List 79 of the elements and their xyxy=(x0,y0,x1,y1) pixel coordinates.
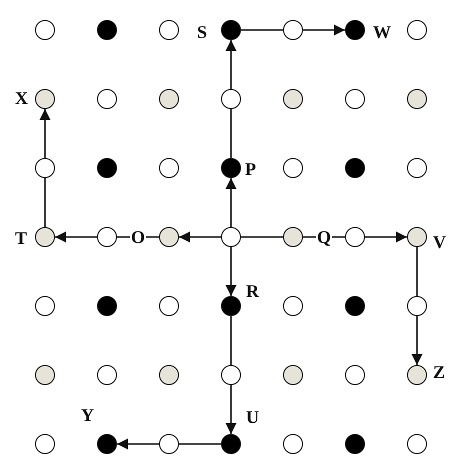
node-circle xyxy=(159,365,179,385)
node-letter: V xyxy=(433,233,446,251)
node-circle xyxy=(407,89,427,109)
node-circle xyxy=(407,20,427,40)
arrow xyxy=(365,232,407,242)
node-circle xyxy=(283,434,303,454)
node-letter: R xyxy=(246,282,259,300)
node-circle xyxy=(407,296,427,316)
arrow xyxy=(226,385,236,434)
node-circle xyxy=(221,227,241,247)
node-circle xyxy=(221,89,241,109)
node-letter: P xyxy=(245,160,256,178)
node-circle xyxy=(221,158,241,178)
node-circle xyxy=(35,296,55,316)
node-circle xyxy=(283,296,303,316)
node-letter: U xyxy=(246,408,259,426)
node-circle xyxy=(283,227,303,247)
arrow xyxy=(303,24,345,36)
node-circle xyxy=(35,434,55,454)
node-circle xyxy=(345,434,365,454)
node-circle xyxy=(35,89,55,109)
connector-line xyxy=(241,236,283,238)
node-circle xyxy=(221,365,241,385)
node-circle xyxy=(97,227,117,247)
node-circle xyxy=(407,158,427,178)
arrow xyxy=(412,316,422,365)
node-letter: X xyxy=(15,89,28,107)
connector-line xyxy=(230,316,232,365)
node-letter: T xyxy=(15,229,28,247)
arrow xyxy=(40,109,50,158)
node-circle xyxy=(159,89,179,109)
arrow xyxy=(226,247,236,296)
node-letter: Z xyxy=(433,363,446,381)
connector-line xyxy=(241,29,283,31)
node-circle xyxy=(159,20,179,40)
connector-line xyxy=(416,247,418,296)
node-circle xyxy=(345,365,365,385)
node-circle xyxy=(221,296,241,316)
node-circle xyxy=(407,365,427,385)
node-circle xyxy=(159,434,179,454)
arrow xyxy=(117,438,159,450)
node-circle xyxy=(159,227,179,247)
node-circle xyxy=(283,89,303,109)
node-circle xyxy=(283,20,303,40)
node-circle xyxy=(283,365,303,385)
arrow xyxy=(179,232,221,242)
node-circle xyxy=(345,227,365,247)
connector-line xyxy=(230,109,232,158)
node-letter: W xyxy=(373,23,391,41)
node-circle xyxy=(407,434,427,454)
node-circle xyxy=(221,20,241,40)
node-circle xyxy=(283,158,303,178)
node-circle xyxy=(97,434,117,454)
node-circle xyxy=(35,20,55,40)
edge-label: O xyxy=(130,228,146,246)
node-circle xyxy=(159,158,179,178)
node-circle xyxy=(97,365,117,385)
node-letter: S xyxy=(197,23,208,41)
edge-label: Q xyxy=(316,228,332,246)
node-circle xyxy=(35,227,55,247)
node-circle xyxy=(35,158,55,178)
node-circle xyxy=(345,89,365,109)
arrow xyxy=(226,40,236,89)
connector-line xyxy=(44,178,46,227)
node-circle xyxy=(221,434,241,454)
node-letter: Y xyxy=(81,406,94,424)
node-circle xyxy=(159,296,179,316)
arrow xyxy=(226,178,236,227)
node-circle xyxy=(35,365,55,385)
node-circle xyxy=(345,158,365,178)
node-circle xyxy=(345,20,365,40)
node-circle xyxy=(97,89,117,109)
connector-line xyxy=(179,443,221,445)
arrow xyxy=(55,232,97,242)
node-circle xyxy=(345,296,365,316)
node-circle xyxy=(97,296,117,316)
node-circle xyxy=(97,158,117,178)
node-circle xyxy=(97,20,117,40)
node-circle xyxy=(407,227,427,247)
